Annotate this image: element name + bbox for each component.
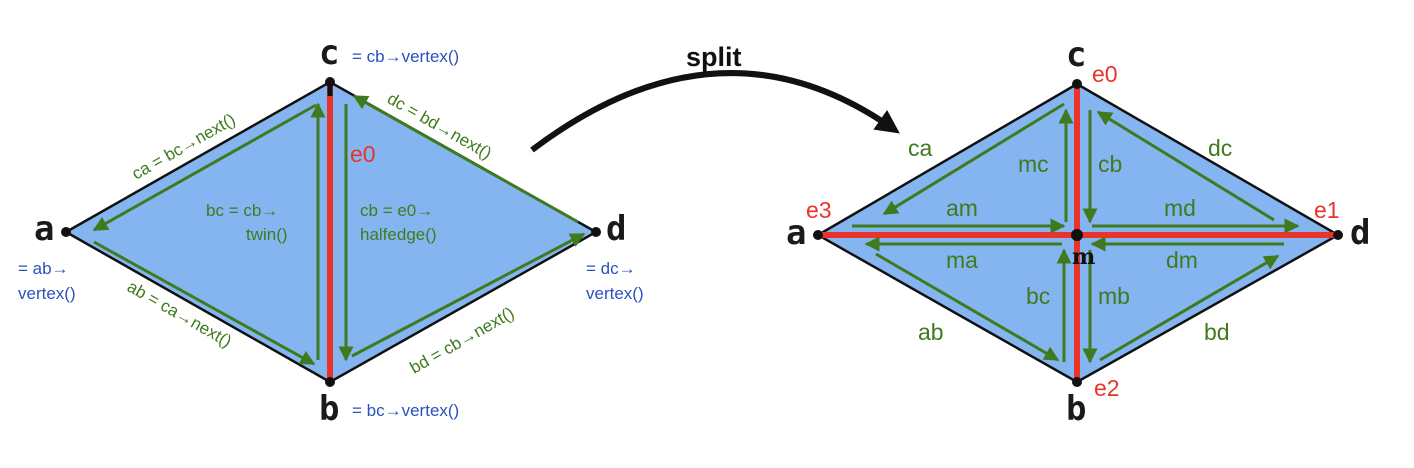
right-vertex-a-label: a bbox=[786, 213, 806, 253]
right-edge-e0-label: e0 bbox=[1092, 61, 1118, 87]
right-halfedge-ca-arrow bbox=[882, 102, 1065, 216]
left-edge-e0-label: e0 bbox=[350, 141, 376, 167]
right-halfedge-bd-arrow bbox=[1099, 254, 1280, 362]
right-vertex-a-dot bbox=[813, 230, 823, 240]
right-halfedge-dc-arrow bbox=[1096, 110, 1275, 222]
left-vertex-b-label: b bbox=[319, 389, 339, 429]
left-vertex-a-dot bbox=[61, 227, 71, 237]
right-edge-e1-label: e1 bbox=[1314, 197, 1340, 223]
right-label-md: md bbox=[1164, 195, 1196, 221]
split-arrow bbox=[530, 70, 900, 153]
left-label-bc-line1: bc = cb→ bbox=[206, 201, 278, 220]
left-note-d-line2: vertex() bbox=[586, 284, 644, 303]
left-halfedge-dc-arrow bbox=[352, 94, 579, 224]
right-label-mb: mb bbox=[1098, 283, 1130, 309]
left-vertex-c-dot bbox=[325, 77, 335, 87]
left-halfedge-ab-arrow bbox=[93, 240, 316, 366]
left-vertex-b-dot bbox=[325, 377, 335, 387]
left-label-cb-line1: cb = e0→ bbox=[360, 201, 433, 220]
right-vertex-m-dot bbox=[1071, 229, 1083, 241]
right-mesh: c b a d m e0 e1 e2 e3 ca dc ab bd mc cb … bbox=[786, 35, 1370, 429]
right-label-ab: ab bbox=[918, 319, 944, 345]
left-halfedge-bd-arrow bbox=[351, 232, 586, 358]
left-label-bc-line2: twin() bbox=[246, 225, 288, 244]
right-vertex-c-label: c bbox=[1066, 35, 1086, 75]
left-vertex-a-label: a bbox=[34, 209, 54, 249]
right-edge-e2-label: e2 bbox=[1094, 375, 1120, 401]
left-note-b: = bc→vertex() bbox=[352, 401, 459, 420]
right-vertex-c-dot bbox=[1072, 79, 1082, 89]
right-label-cb: cb bbox=[1098, 151, 1122, 177]
right-label-dc: dc bbox=[1208, 135, 1232, 161]
right-label-am: am bbox=[946, 195, 978, 221]
left-vertex-c-label: c bbox=[319, 33, 339, 73]
left-note-d-line1: = dc→ bbox=[586, 259, 636, 278]
left-halfedge-ca-arrow bbox=[92, 103, 317, 232]
right-label-ca: ca bbox=[908, 135, 933, 161]
right-vertex-d-label: d bbox=[1350, 213, 1370, 253]
right-vertex-b-dot bbox=[1072, 377, 1082, 387]
left-vertex-d-dot bbox=[591, 227, 601, 237]
left-label-cb-line2: halfedge() bbox=[360, 225, 437, 244]
left-mesh: c b a d e0 = cb→vertex() = bc→vertex() =… bbox=[18, 33, 644, 429]
right-vertex-d-dot bbox=[1333, 230, 1343, 240]
right-label-ma: ma bbox=[946, 247, 978, 273]
right-label-mc: mc bbox=[1018, 151, 1049, 177]
left-note-c: = cb→vertex() bbox=[352, 47, 459, 66]
right-vertex-b-label: b bbox=[1066, 389, 1086, 429]
right-halfedge-ab-arrow bbox=[875, 252, 1060, 362]
left-note-a-line1: = ab→ bbox=[18, 259, 69, 278]
right-vertex-m-label: m bbox=[1072, 244, 1095, 270]
left-vertex-d-label: d bbox=[606, 209, 626, 249]
right-label-bd: bd bbox=[1204, 319, 1230, 345]
right-edge-e3-label: e3 bbox=[806, 197, 832, 223]
split-operation: split bbox=[530, 42, 900, 153]
right-label-dm: dm bbox=[1166, 247, 1198, 273]
left-note-a-line2: vertex() bbox=[18, 284, 76, 303]
split-label: split bbox=[686, 42, 742, 72]
right-label-bc: bc bbox=[1026, 283, 1050, 309]
